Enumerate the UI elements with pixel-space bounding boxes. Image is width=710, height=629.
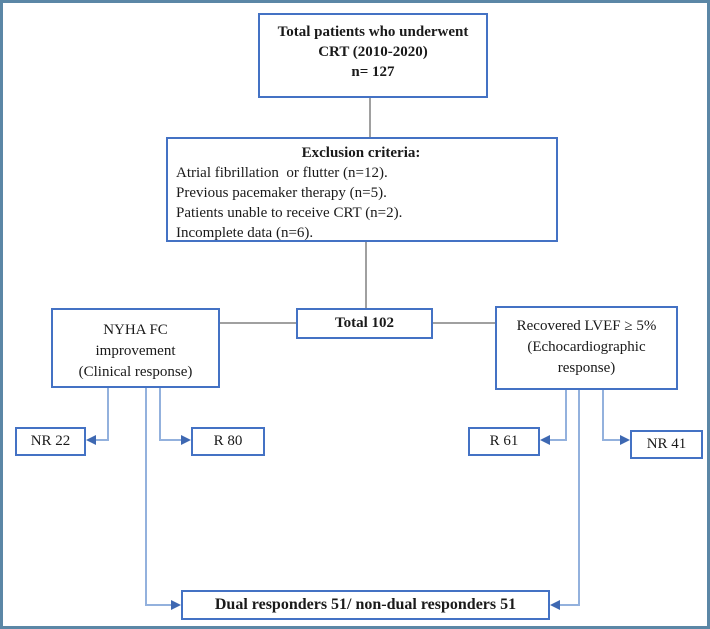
node-r61-label: R 61 [489, 433, 519, 449]
connector-total-to-echo [433, 322, 495, 324]
node-dual-responders: Dual responders 51/ non-dual responders … [181, 590, 550, 620]
arrowhead-dual-left-icon [171, 600, 181, 610]
node-total-patients: Total patients who underwent CRT (2010-2… [258, 13, 488, 98]
node-echo-line1: Recovered LVEF ≥ 5% [516, 318, 657, 334]
connector-clinical-to-nr22-h [96, 439, 109, 441]
connector-echo-to-r61-h [550, 439, 566, 441]
node-clinical-responders: R 80 [191, 427, 265, 456]
connector-clinical-to-dual-v [145, 388, 147, 606]
node-dual-responders-label: Dual responders 51/ non-dual responders … [214, 596, 517, 613]
connector-clinical-to-r80-h [159, 439, 181, 441]
node-total-patients-line2: CRT (2010-2020) [318, 44, 428, 60]
node-total-102-label: Total 102 [334, 315, 395, 331]
connector-top-to-exclusion [369, 98, 371, 137]
node-clinical-line2: improvement [95, 343, 176, 359]
node-echo-line3: response) [557, 360, 616, 376]
node-echo-nonresponders: NR 41 [630, 430, 703, 459]
connector-echo-to-dual-h [560, 604, 579, 606]
exclusion-heading: Exclusion criteria: [301, 145, 421, 161]
connector-echo-to-dual-v [578, 390, 580, 606]
node-echo-responders: R 61 [468, 427, 540, 456]
node-total-102: Total 102 [296, 308, 433, 339]
arrowhead-dual-right-icon [550, 600, 560, 610]
arrowhead-r80-icon [181, 435, 191, 445]
arrowhead-r61-icon [540, 435, 550, 445]
exclusion-item: Patients unable to receive CRT (n=2). [176, 205, 403, 221]
node-clinical-nonresponders: NR 22 [15, 427, 86, 456]
arrowhead-nr41-icon [620, 435, 630, 445]
connector-echo-to-nr41-v [602, 390, 604, 441]
exclusion-item: Previous pacemaker therapy (n=5). [176, 185, 387, 201]
node-exclusion-criteria: Exclusion criteria: Atrial fibrillation … [166, 137, 558, 242]
node-r80-label: R 80 [213, 433, 243, 449]
node-clinical-response: NYHA FC improvement (Clinical response) [51, 308, 220, 388]
connector-clinical-to-dual-h [145, 604, 171, 606]
node-total-patients-line3: n= 127 [351, 64, 395, 80]
node-total-patients-line1: Total patients who underwent [277, 24, 469, 40]
exclusion-item: Incomplete data (n=6). [176, 225, 314, 241]
connector-clinical-to-r80-v [159, 388, 161, 441]
node-echo-line2: (Echocardiographic [527, 339, 646, 355]
connector-clinical-to-nr22-v [107, 388, 109, 441]
arrowhead-nr22-icon [86, 435, 96, 445]
node-clinical-line1: NYHA FC [103, 322, 168, 338]
connector-echo-to-r61-v [565, 390, 567, 441]
node-echo-response: Recovered LVEF ≥ 5% (Echocardiographic r… [495, 306, 678, 390]
node-nr41-label: NR 41 [646, 436, 687, 452]
connector-clinical-to-total [220, 322, 296, 324]
node-clinical-line3: (Clinical response) [78, 364, 193, 380]
node-nr22-label: NR 22 [30, 433, 71, 449]
connector-echo-to-nr41-h [602, 439, 620, 441]
exclusion-item: Atrial fibrillation or flutter (n=12). [176, 165, 388, 181]
connector-exclusion-to-total [365, 242, 367, 308]
